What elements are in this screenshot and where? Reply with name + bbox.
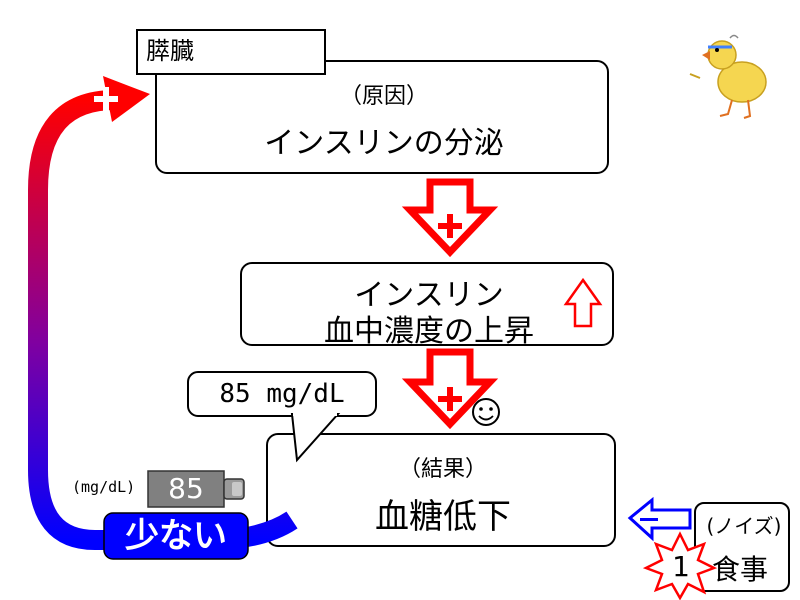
meter-value: 85 [168, 472, 204, 505]
noise-box: (ノイズ) 食事 [694, 502, 790, 592]
down-arrow-positive-1 [401, 178, 499, 258]
cause-box: （原因） インスリンの分泌 [155, 60, 609, 174]
plus-sign-feedback [94, 87, 118, 111]
feedback-arrowhead [103, 76, 150, 122]
up-arrow-icon [563, 277, 603, 328]
glucose-reading-bubble: 85 mg/dL [219, 379, 345, 409]
speech-bubble [187, 371, 377, 463]
insulin-level-line1: インスリン [354, 278, 504, 313]
chick-illustration [689, 34, 767, 119]
insulin-level-line2: 血中濃度の上昇 [324, 314, 534, 349]
result-text: 血糖低下 [375, 497, 511, 537]
low-label-bg [103, 512, 249, 560]
result-box: （結果） 血糖低下 [266, 433, 616, 547]
result-subtitle: （結果） [398, 457, 487, 482]
burst-icon [642, 531, 718, 600]
meter-gauge [147, 470, 245, 508]
noise-text: 食事 [712, 553, 769, 586]
noise-subtitle: (ノイズ) [706, 514, 782, 538]
smiley-icon [472, 398, 500, 426]
cause-text: インスリンの分泌 [264, 126, 504, 161]
left-arrow-negative [627, 496, 692, 542]
cause-subtitle: （原因） [339, 84, 428, 109]
low-status-label: 少ない [125, 516, 227, 556]
down-arrow-positive-2 [401, 348, 499, 430]
organ-label: 膵臓 [136, 29, 326, 75]
insulin-level-box: インスリン 血中濃度の上昇 [240, 262, 614, 349]
burst-number: 1 [672, 550, 690, 583]
meter-unit-label: (mg/dL) [72, 478, 136, 496]
